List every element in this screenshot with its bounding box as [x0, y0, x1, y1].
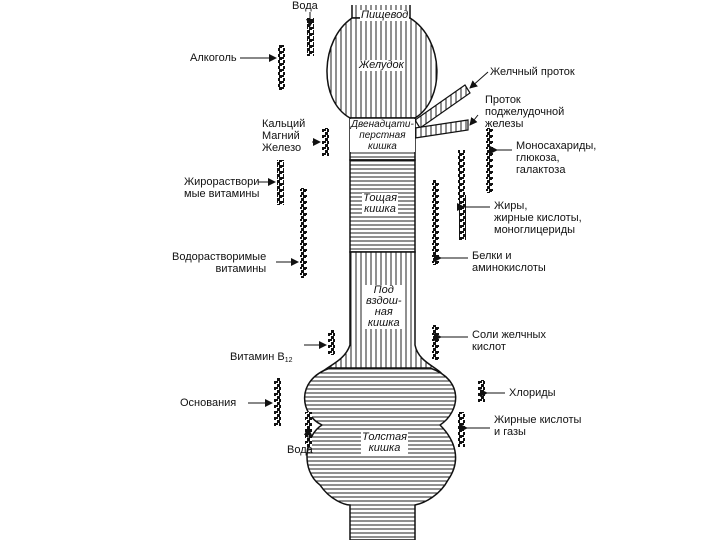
fat-soluble-vitamins-label: Жирораствори- мые витамины: [184, 176, 264, 200]
esophagus-label: Пищевод: [360, 9, 410, 21]
fatty-acids-gases-label: Жирные кислоты и газы: [494, 414, 582, 438]
absorption-bar: [432, 180, 439, 265]
pancreatic-duct-shape: [414, 119, 469, 139]
bile-duct-shape: [414, 84, 471, 129]
vitamin-b12-subscript: 12: [284, 357, 293, 364]
fats-label: Жиры, жирные кислоты, моноглицериды: [494, 200, 582, 236]
absorption-bar: [458, 412, 465, 447]
duodenum-label: Двенадцати- перстная кишка: [350, 119, 415, 152]
absorption-bar: [307, 18, 314, 56]
water-top-label: Вода: [292, 0, 318, 12]
absorption-bar: [458, 150, 465, 200]
colon-label: Толстая кишка: [361, 431, 408, 454]
absorption-bar: [300, 188, 307, 278]
arrow: [469, 114, 479, 126]
water-bottom-label: Вода: [287, 444, 313, 456]
stomach-label: Желудок: [358, 59, 405, 71]
chlorides-label: Хлориды: [509, 387, 556, 399]
vitamin-b12-text: Витамин B: [230, 351, 285, 363]
alcohol-label: Алкоголь: [190, 52, 237, 64]
ileum-label: Под вздош- ная кишка: [365, 284, 403, 329]
absorption-bar: [486, 128, 493, 193]
absorption-bar: [278, 45, 285, 90]
absorption-bar: [478, 380, 485, 402]
arrow: [469, 71, 489, 89]
bile-duct-label: Желчный проток: [490, 66, 575, 78]
absorption-bar: [459, 195, 466, 240]
minerals-label: Кальций Магний Железо: [262, 118, 306, 154]
water-soluble-vitamins-label: Водорастворимые витамины: [172, 251, 267, 275]
proteins-label: Белки и аминокислоты: [472, 250, 546, 274]
absorption-bar: [328, 330, 335, 355]
monosaccharides-label: Моносахариды, глюкоза, галактоза: [516, 140, 597, 176]
absorption-bar: [277, 160, 284, 205]
absorption-bar: [322, 128, 329, 156]
jejunum-label: Тощая кишка: [362, 192, 398, 215]
absorption-bar: [274, 378, 281, 426]
vitamin-b12-label: Витамин B12: [230, 339, 293, 367]
bile-salts-label: Соли желчных кислот: [472, 329, 546, 353]
absorption-bar: [432, 325, 439, 360]
pancreatic-duct-label: Проток поджелудочной железы: [485, 94, 565, 130]
colon-shape: [303, 367, 457, 540]
bases-label: Основания: [180, 397, 237, 409]
